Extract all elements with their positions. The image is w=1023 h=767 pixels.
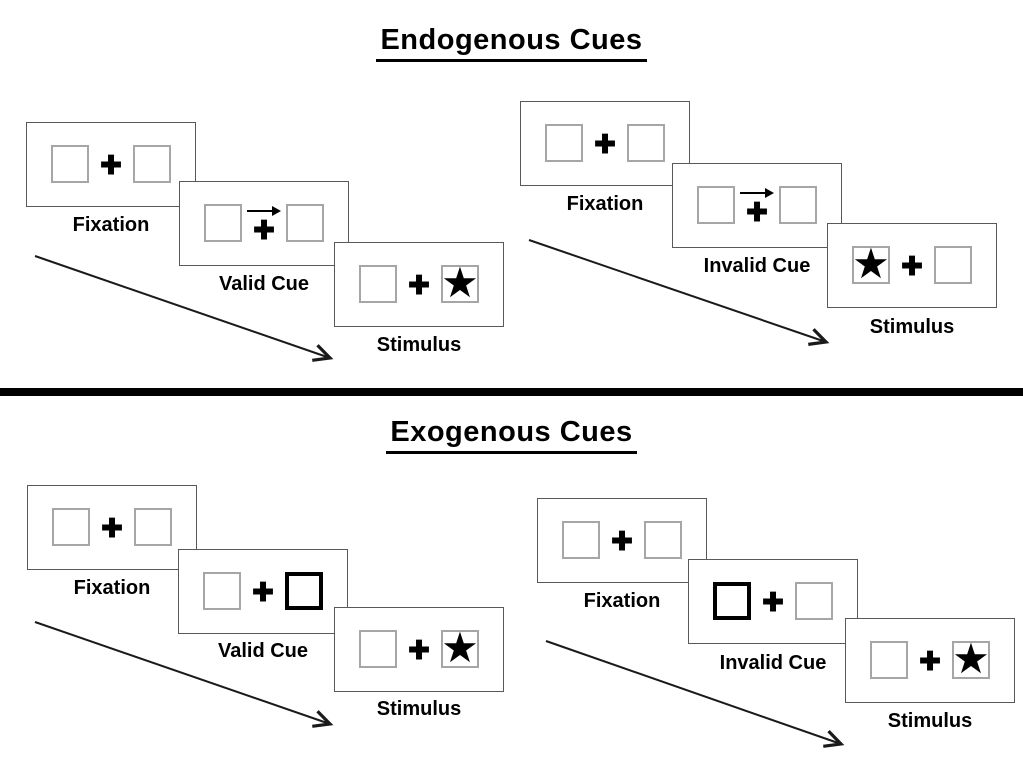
left-placeholder-box [697,186,735,224]
panel-invalid-cue: ✚ [688,559,858,644]
panel-label: Valid Cue [218,273,310,295]
left-placeholder-box [359,630,397,668]
left-placeholder-box [359,265,397,303]
left-placeholder-box [203,572,241,610]
panel-fixation: ✚ [27,485,197,570]
time-flow-arrow [34,255,334,362]
left-placeholder-box [562,521,600,559]
right-placeholder-box [133,145,171,183]
panel-label: Stimulus [376,334,462,356]
fixation-cross-icon: ✚ [408,634,430,665]
star-stimulus-icon: ★ [852,240,890,287]
panel-label: Fixation [566,193,644,215]
time-flow-arrow [545,640,845,748]
time-flow-arrow [528,239,830,346]
star-stimulus-icon: ★ [441,624,479,671]
panel-stimulus: ★ ✚ [334,242,504,327]
fixation-cross-icon: ✚ [901,250,923,281]
panel-label: Fixation [72,214,150,236]
right-placeholder-box [644,521,682,559]
panel-invalid-cue: ✚ [672,163,842,248]
panel-label: Stimulus [869,316,955,338]
fixation-cross-icon: ✚ [101,512,123,543]
section-title-text: Endogenous Cues [376,24,647,62]
fixation-cross-icon: ✚ [611,525,633,556]
star-stimulus-icon: ★ [441,259,479,306]
panel-fixation: ✚ [26,122,196,207]
panel-label: Stimulus [376,698,462,720]
left-placeholder-box [204,204,242,242]
fixation-cross-icon: ✚ [253,215,275,245]
right-placeholder-box [934,246,972,284]
panel-label: Valid Cue [217,640,309,662]
panel-label: Invalid Cue [703,255,811,277]
right-placeholder-box [779,186,817,224]
fixation-cross-icon: ✚ [746,197,768,227]
fixation-cross-icon: ✚ [252,576,274,607]
right-placeholder-box [627,124,665,162]
fixation-cross-icon: ✚ [919,645,941,676]
panel-fixation: ✚ [520,101,690,186]
star-stimulus-icon: ★ [952,635,990,682]
right-target-box: ★ [441,624,479,671]
section-divider [0,388,1023,396]
panel-label: Invalid Cue [719,652,827,674]
panel-label: Fixation [583,590,661,612]
section-title-endogenous: Endogenous Cues [0,24,1023,62]
left-placeholder-box [51,145,89,183]
left-highlight-cue-box [713,582,751,620]
section-title-text: Exogenous Cues [386,416,637,454]
left-placeholder-box [52,508,90,546]
left-placeholder-box [545,124,583,162]
panel-label: Stimulus [887,710,973,732]
right-placeholder-box [795,582,833,620]
panel-stimulus: ★ ✚ [827,223,997,308]
fixation-cross-icon: ✚ [762,586,784,617]
right-highlight-cue-box [285,572,323,610]
arrow-right-cue-icon [247,206,281,216]
left-target-box: ★ [852,240,890,287]
section-title-exogenous: Exogenous Cues [0,416,1023,454]
panel-stimulus: ★ ✚ [845,618,1015,703]
time-flow-arrow [34,621,334,728]
panel-label: Fixation [73,577,151,599]
arrow-right-cue-icon [740,188,774,198]
right-target-box: ★ [441,259,479,306]
fixation-cross-icon: ✚ [408,269,430,300]
panel-stimulus: ★ ✚ [334,607,504,692]
panel-valid-cue: ✚ [178,549,348,634]
left-placeholder-box [870,641,908,679]
right-placeholder-box [134,508,172,546]
right-target-box: ★ [952,635,990,682]
fixation-cross-icon: ✚ [594,128,616,159]
panel-fixation: ✚ [537,498,707,583]
panel-valid-cue: ✚ [179,181,349,266]
right-placeholder-box [286,204,324,242]
fixation-cross-icon: ✚ [100,149,122,180]
